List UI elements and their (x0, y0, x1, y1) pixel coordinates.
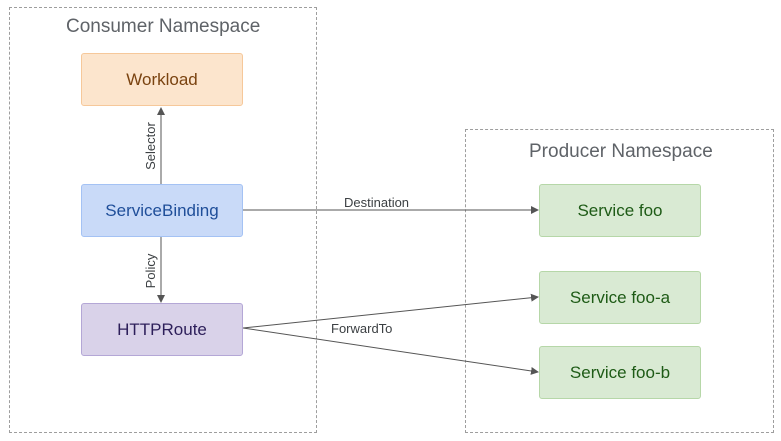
forward-to-foo-a-arrow (242, 293, 539, 329)
service-foo-node: Service foo (539, 184, 701, 237)
http-route-node: HTTPRoute (81, 303, 243, 356)
service-foo-a-node: Service foo-a (539, 271, 701, 324)
workload-node: Workload (81, 53, 243, 106)
producer-namespace-boundary (465, 129, 774, 433)
producer-namespace-title: Producer Namespace (529, 141, 713, 162)
destination-edge-label: Destination (344, 195, 410, 210)
forward-to-foo-b-arrow (242, 327, 539, 375)
service-foo-b-node: Service foo-b (539, 346, 701, 399)
consumer-namespace-boundary (9, 7, 317, 433)
consumer-namespace-title: Consumer Namespace (66, 16, 261, 37)
selector-edge-label: Selector (143, 122, 158, 170)
policy-edge-label: Policy (143, 253, 158, 289)
service-binding-node: ServiceBinding (81, 184, 243, 237)
forward-to-edge-label: ForwardTo (331, 321, 393, 336)
